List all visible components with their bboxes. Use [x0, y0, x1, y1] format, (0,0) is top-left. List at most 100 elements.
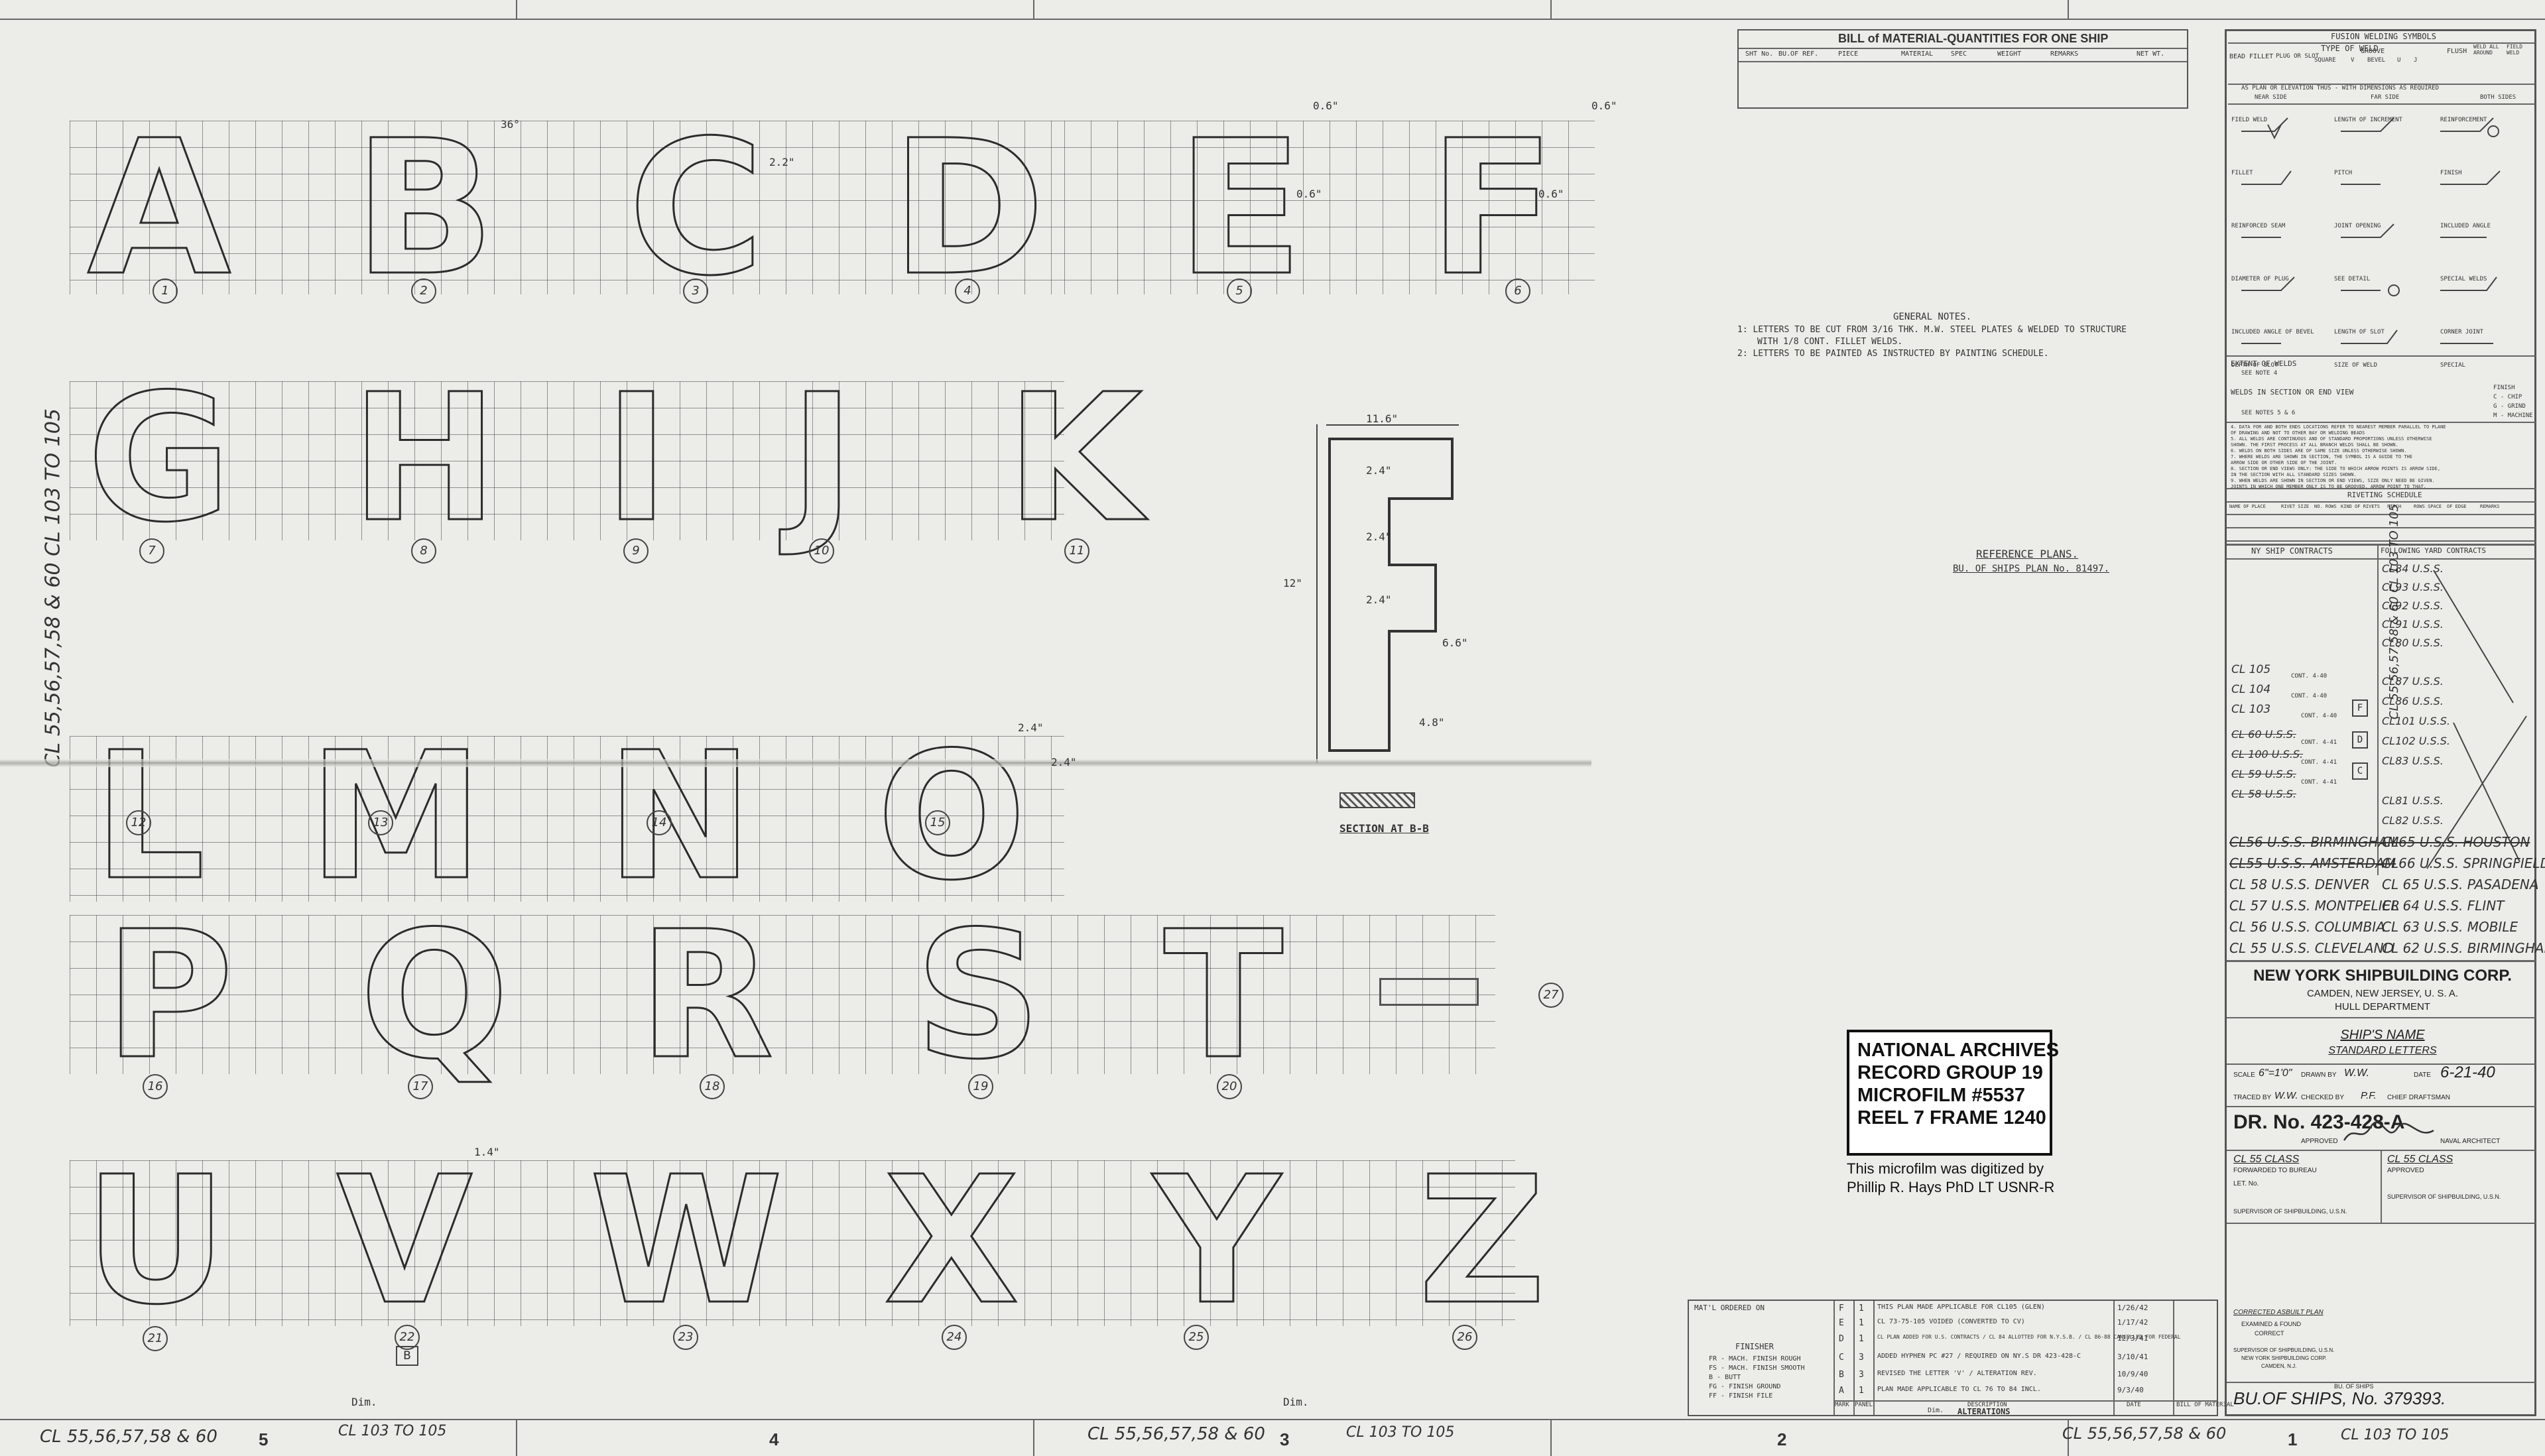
alt-desc: CL 73-75-105 VOIDED (CONVERTED TO CV) [1877, 1318, 2025, 1325]
finish-item: FS - MACH. FINISH SMOOTH [1709, 1365, 1805, 1372]
ship-pair-left: CL56 U.S.S. BIRMINGHAM [2229, 834, 2399, 850]
weld-label: FIELD WELD [2231, 117, 2268, 123]
letter-grid-row-2 [70, 381, 1064, 540]
scale-value: 6"=1'0" [2259, 1067, 2292, 1079]
letter-number: 15 [925, 810, 950, 835]
rule [2227, 1063, 2536, 1065]
letter-number: 9 [623, 538, 649, 564]
contract-note: CONT. 4-41 [2301, 759, 2337, 766]
examined: EXAMINED & FOUND [2241, 1321, 2302, 1327]
letter-grid-row-5 [70, 1160, 1515, 1326]
fusion-head: TYPE OF WELD [2321, 44, 2379, 53]
class-label-2: CL 55 CLASS [2387, 1154, 2453, 1165]
fusion-head: PLUG OR SLOT [2276, 53, 2320, 60]
letter-number: 12 [126, 810, 151, 835]
section-hatch [1339, 792, 1415, 808]
contract-left: CL 105 [2231, 663, 2271, 676]
contract-note: CONT. 4-40 [2291, 693, 2328, 699]
rule [2173, 1301, 2174, 1415]
contract-note: CONT. 4-40 [2301, 713, 2337, 719]
detail-f [1320, 432, 1459, 757]
alt-panel: 1 [1859, 1386, 1864, 1396]
extent-note-line: ARROW SIDE OR OTHER SIDE OF THE JOINT. [2231, 460, 2337, 465]
film-scratch [0, 759, 1591, 767]
reference-plan: BU. OF SHIPS PLAN No. 81497. [1953, 564, 2110, 574]
bill-of-material-table: BILL of MATERIAL-QUANTITIES FOR ONE SHIP… [1737, 29, 2188, 109]
finish-code: G - GRIND [2493, 403, 2526, 410]
general-note-1: 1: LETTERS TO BE CUT FROM 3/16 THK. M.W.… [1737, 325, 2127, 335]
ny-contracts-title: NY SHIP CONTRACTS [2251, 546, 2333, 556]
ship-pair-right: CL 62 U.S.S. BIRMINGHAM [2382, 940, 2545, 956]
letter-number: 5 [1227, 278, 1252, 304]
margin-code-right: CL 55,56,57,58 & 60 CL 103 TO 105 [2387, 504, 2401, 719]
letter-number: 11 [1064, 538, 1089, 564]
finish-head: FINISH [2493, 385, 2515, 391]
letter-u: U [84, 1139, 228, 1343]
fusion-welding-legend: FUSION WELDING SYMBOLS TYPE OF WELD BEAD… [2228, 30, 2535, 377]
ship-pair-left: CL 58 U.S.S. DENVER [2229, 877, 2370, 892]
ship-pair-left: CL55 U.S.S. AMSTERDAM [2229, 855, 2396, 871]
naval-architect: NAVAL ARCHITECT [2440, 1138, 2501, 1145]
weld-label: SEE DETAIL [2334, 276, 2371, 282]
drawing-subject: STANDARD LETTERS [2328, 1045, 2437, 1056]
rivet-col: ROWS SPACE [2414, 504, 2442, 509]
fusion-head: J [2414, 57, 2418, 64]
contract-left: CL 59 U.S.S. [2231, 768, 2296, 780]
letter-d: D [890, 101, 1046, 317]
alt-mark: F [1839, 1304, 1844, 1313]
letter-q: Q [359, 894, 510, 1098]
rivet-col: PITCH [2387, 504, 2402, 509]
general-note-1b: WITH 1/8 CONT. FILLET WELDS. [1757, 337, 1903, 347]
rule [2227, 501, 2536, 503]
contract-note: CONT. 4-41 [2301, 779, 2337, 786]
extent-note-line: JOINTS IN WHICH ONE MEMBER ONLY IS TO BE… [2231, 484, 2427, 489]
alterations-table: MAT'L ORDERED ON FINISHER FR - MACH. FIN… [1688, 1300, 2234, 1416]
weld-label: PITCH [2334, 170, 2353, 176]
weld-symbol-sketches [2241, 117, 2501, 344]
nysb: NEW YORK SHIPBUILDING CORP. [2241, 1355, 2327, 1361]
dim-label: 4.8" [1419, 716, 1445, 729]
extent-note-line: SHOWN. THE FIRST PROCESS AT ALL BRANCH W… [2231, 442, 2398, 448]
weld-label: CORNER JOINT [2440, 329, 2484, 335]
rivet-col: KIND OF RIVETS [2341, 504, 2381, 509]
letter-b: B [353, 101, 496, 317]
weld-label: JOINT OPENING [2334, 223, 2381, 229]
alt-panel: 3 [1859, 1370, 1864, 1380]
fusion-head: SQUARE [2314, 57, 2336, 64]
zone-4: 4 [769, 1429, 779, 1449]
supt: SUPERVISOR OF SHIPBUILDING, U.S.N. [2233, 1347, 2335, 1353]
revision-box: F [2352, 699, 2368, 717]
zone-1: 1 [2288, 1429, 2298, 1449]
letter-y: Y [1152, 1139, 1282, 1343]
supervisor-2: SUPERVISOR OF SHIPBUILDING, U.S.N. [2387, 1193, 2501, 1200]
alt-desc: THIS PLAN MADE APPLICABLE FOR CL105 (GLE… [1877, 1304, 2045, 1311]
stamp-line: NATIONAL ARCHIVES [1857, 1040, 2059, 1061]
letter-number: 24 [942, 1325, 967, 1350]
extent-note-line: 7. WHERE WELDS ARE SHOWN IN SECTION, THE… [2231, 454, 2412, 459]
stamp-line: MICROFILM #5537 [1857, 1085, 2025, 1106]
reference-title: REFERENCE PLANS. [1976, 548, 2079, 560]
riveting-title: RIVETING SCHEDULE [2347, 491, 2422, 499]
letter-number: 14 [647, 810, 672, 835]
letter-number: 23 [673, 1325, 698, 1350]
checked-label: CHECKED BY [2301, 1094, 2345, 1101]
ship-pair-right: CL 65 U.S.S. PASADENA [2382, 877, 2539, 892]
weld-label: SPECIAL WELDS [2440, 276, 2487, 282]
letter-number: 13 [368, 810, 393, 835]
contract-right: CL92 U.S.S. [2382, 599, 2444, 612]
rule [2227, 960, 2536, 962]
zone-5: 5 [259, 1429, 269, 1449]
fusion-head: FILLET [2249, 53, 2274, 60]
finish-item: FR - MACH. FINISH ROUGH [1709, 1355, 1801, 1363]
bureau-number: BU.OF SHIPS, No. 379393. [2233, 1388, 2446, 1408]
footer-dim: Dim. [1283, 1396, 1309, 1408]
extent-notes: 4. DATA FOR AND BOTH ENDS LOCATIONS REFE… [2231, 424, 2533, 490]
digitized-note: This microfilm was digitized by [1847, 1160, 2044, 1177]
fusion-head: FLUSH [2447, 48, 2467, 55]
alt-date: 3/10/41 [2117, 1353, 2148, 1361]
dim-line [1316, 424, 1318, 762]
dim-label: 2.4" [1051, 756, 1077, 768]
supervisor: SUPERVISOR OF SHIPBUILDING, U.S.N. [2233, 1208, 2347, 1215]
rule [2227, 488, 2536, 489]
alt-desc: REVISED THE LETTER 'V' / ALTERATION REV. [1877, 1370, 2037, 1377]
